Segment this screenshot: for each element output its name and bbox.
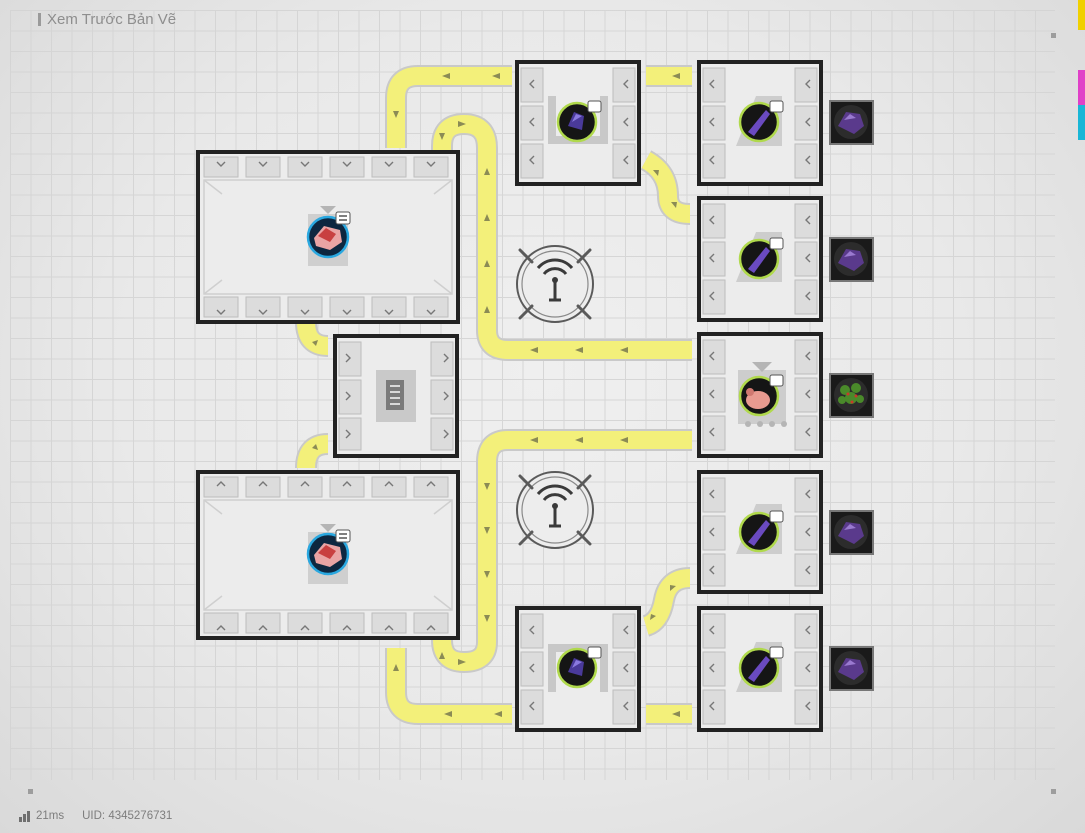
grinder-machine[interactable] [697,60,823,186]
corner-marker [28,789,33,794]
document-stack-icon [376,370,416,422]
relay-tower-icon[interactable] [516,245,594,323]
uid-label: UID: 4345276731 [82,810,173,822]
amethyst-ore-icon[interactable] [829,237,874,282]
edge-accent-yellow [1078,0,1085,30]
green-plant-icon[interactable] [829,373,874,418]
packager-machine[interactable] [333,334,459,458]
purple-shard-icon [738,646,784,689]
planter-machine[interactable] [697,332,823,458]
depot-machine[interactable] [196,470,460,640]
amethyst-ore-icon[interactable] [829,510,874,555]
latency-label: 21ms [36,810,65,822]
purple-shard-icon [738,100,784,143]
red-ore-chunk-icon [306,529,351,576]
amethyst-ore-icon[interactable] [829,646,874,691]
purple-crystal-icon [556,646,602,689]
corner-marker [1051,789,1056,794]
edge-accent-magenta [1078,70,1085,105]
status-bar: 21ms UID: 4345276731 [19,810,172,822]
amethyst-ore-icon[interactable] [829,100,874,145]
corner-marker [1051,33,1056,38]
depot-machine[interactable] [196,150,460,324]
edge-accent-cyan [1078,105,1085,140]
refinery-machine[interactable] [515,606,641,732]
title-marker-icon [38,13,41,26]
blueprint-title: Xem Trước Bản Vẽ [38,11,176,28]
purple-crystal-icon [556,100,602,143]
signal-strength-icon [19,810,30,822]
purple-shard-icon [738,510,784,553]
grinder-machine[interactable] [697,606,823,732]
pink-creature-icon [738,374,784,417]
relay-tower-icon[interactable] [516,471,594,549]
blueprint-title-text: Xem Trước Bản Vẽ [47,11,177,28]
red-ore-chunk-icon [306,211,351,259]
purple-shard-icon [738,237,784,280]
